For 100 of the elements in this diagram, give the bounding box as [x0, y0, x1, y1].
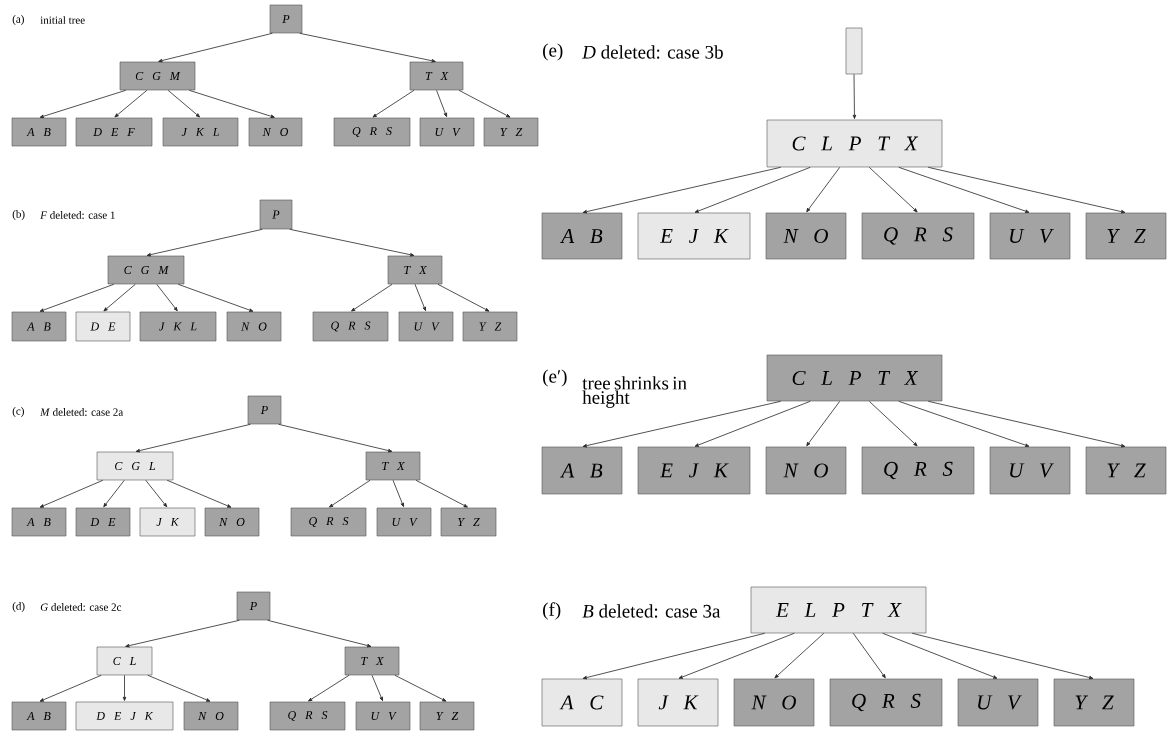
arrow	[868, 400, 918, 447]
caption-text: (a)	[12, 15, 24, 25]
key-box: C G L	[96, 451, 174, 481]
key-box: U V	[376, 507, 432, 537]
arrow	[371, 674, 383, 702]
arrow	[392, 479, 404, 508]
key-box: P	[259, 199, 293, 230]
key-box: T X	[365, 451, 421, 481]
arrow	[582, 632, 766, 680]
caption-text: M deleted: case 2a	[40, 408, 124, 416]
key-box: C L	[96, 646, 153, 676]
key-box: D E	[75, 507, 131, 537]
key-box: A B	[541, 212, 623, 260]
arrow	[927, 400, 1126, 448]
key-box: P	[247, 395, 282, 425]
arrow	[145, 479, 168, 508]
arrow	[39, 89, 127, 118]
arrow	[177, 283, 254, 312]
arrow	[582, 166, 782, 214]
key-box: J K	[637, 678, 719, 727]
key-box: U V	[355, 701, 411, 731]
arrow	[458, 89, 511, 118]
key-box: J K L	[139, 311, 217, 342]
key-box: C L P T X	[766, 119, 943, 168]
arrow	[125, 619, 240, 648]
arrow	[437, 283, 490, 312]
arrow	[103, 283, 136, 312]
caption-text: (c)	[12, 407, 24, 417]
arrow	[39, 479, 104, 508]
caption-text: F deleted: case 1	[40, 211, 115, 219]
key-box: Y Z	[440, 507, 497, 537]
arrow	[167, 89, 201, 118]
key-box: D E	[75, 311, 131, 342]
arrow	[103, 479, 125, 508]
key-box: A B	[11, 117, 67, 147]
key-box: N O	[204, 507, 260, 537]
key-box: A B	[11, 701, 67, 731]
arrow	[351, 283, 393, 312]
arrow	[114, 89, 148, 118]
arrow	[927, 166, 1126, 214]
key-box: T X	[409, 61, 464, 91]
key-box: Y Z	[1085, 446, 1167, 495]
key-box: T X	[387, 255, 443, 285]
key-box: Y Z	[1085, 212, 1167, 260]
arrow	[372, 89, 415, 118]
arrow	[39, 283, 115, 312]
arrow	[135, 423, 251, 453]
arrow	[39, 674, 102, 702]
caption-text: initial tree	[40, 16, 85, 24]
arrow	[158, 32, 273, 63]
caption-text: D deleted: case 3b	[582, 45, 723, 59]
arrow	[694, 166, 811, 213]
key-box: N O	[733, 678, 815, 727]
arrow	[414, 283, 426, 312]
key-box: Q R S	[333, 117, 411, 147]
arrow	[122, 674, 127, 701]
key-box: Y Z	[462, 311, 518, 342]
key-box: E J K	[637, 212, 751, 260]
key-box: N O	[226, 311, 282, 342]
key-box: J K	[139, 507, 196, 537]
key-box: J K L	[162, 117, 239, 147]
key-box: Q R S	[861, 446, 975, 495]
arrow	[852, 632, 886, 679]
key-box: E J K	[637, 446, 751, 495]
key-box: P	[236, 591, 271, 621]
key-box: A C	[541, 678, 623, 727]
caption-text: tree shrinks in height	[582, 376, 687, 408]
arrow	[882, 632, 998, 679]
caption-text: G deleted: case 2c	[40, 603, 122, 611]
empty-box	[845, 27, 863, 75]
key-box: Q R S	[290, 507, 367, 537]
key-box: N O	[183, 701, 239, 731]
arrow	[911, 632, 1094, 680]
key-box: D E F	[75, 117, 153, 147]
key-box: T X	[344, 646, 400, 676]
arrow	[898, 166, 1030, 213]
key-box: N O	[765, 212, 847, 260]
arrow	[267, 619, 372, 648]
arrow	[898, 400, 1030, 447]
arrow	[415, 479, 468, 508]
arrow	[852, 73, 857, 119]
arrow	[806, 166, 841, 213]
key-box: Y Z	[483, 117, 539, 147]
arrow	[774, 632, 825, 679]
key-box: A B	[11, 507, 67, 537]
key-box: U V	[989, 212, 1071, 260]
caption-text: (b)	[12, 210, 25, 220]
key-box: A B	[11, 311, 67, 342]
key-box: D E J K	[75, 701, 174, 731]
arrow	[806, 400, 841, 447]
key-box: A B	[541, 446, 623, 495]
caption-text: (e)	[543, 43, 563, 61]
key-box: N O	[765, 446, 847, 495]
arrow	[188, 89, 275, 118]
arrow	[166, 479, 232, 508]
arrow	[582, 400, 782, 448]
key-box: C L P T X	[766, 354, 943, 402]
arrow	[694, 400, 811, 447]
key-box: Q R S	[829, 678, 943, 727]
arrow	[147, 674, 211, 702]
